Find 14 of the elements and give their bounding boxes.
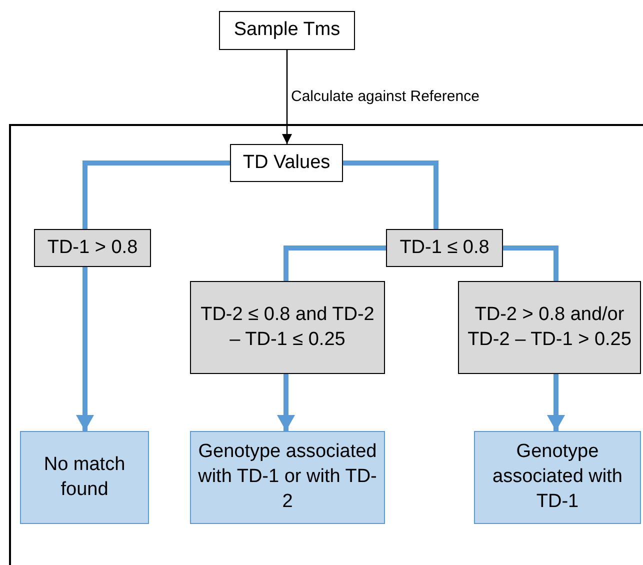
process-box: Sample Tms [219, 11, 355, 50]
result-box: Genotype associated with TD-1 or with TD-2 [190, 431, 385, 524]
result-box: Genotype associated with TD-1 [474, 431, 641, 524]
connector-arrow [282, 50, 292, 144]
connector-arrow [547, 374, 565, 431]
process-box: TD Values [230, 144, 343, 182]
condition-box: TD-2 > 0.8 and/or TD-2 – TD-1 > 0.25 [458, 281, 641, 374]
connector-arrow [76, 267, 94, 431]
result-box: No match found [20, 431, 149, 524]
group-frame [9, 124, 643, 565]
connector-arrow [277, 374, 295, 431]
condition-box: TD-1 > 0.8 [34, 229, 151, 267]
condition-box: TD-1 ≤ 0.8 [386, 229, 503, 267]
condition-box: TD-2 ≤ 0.8 and TD-2 – TD-1 ≤ 0.25 [190, 281, 385, 374]
